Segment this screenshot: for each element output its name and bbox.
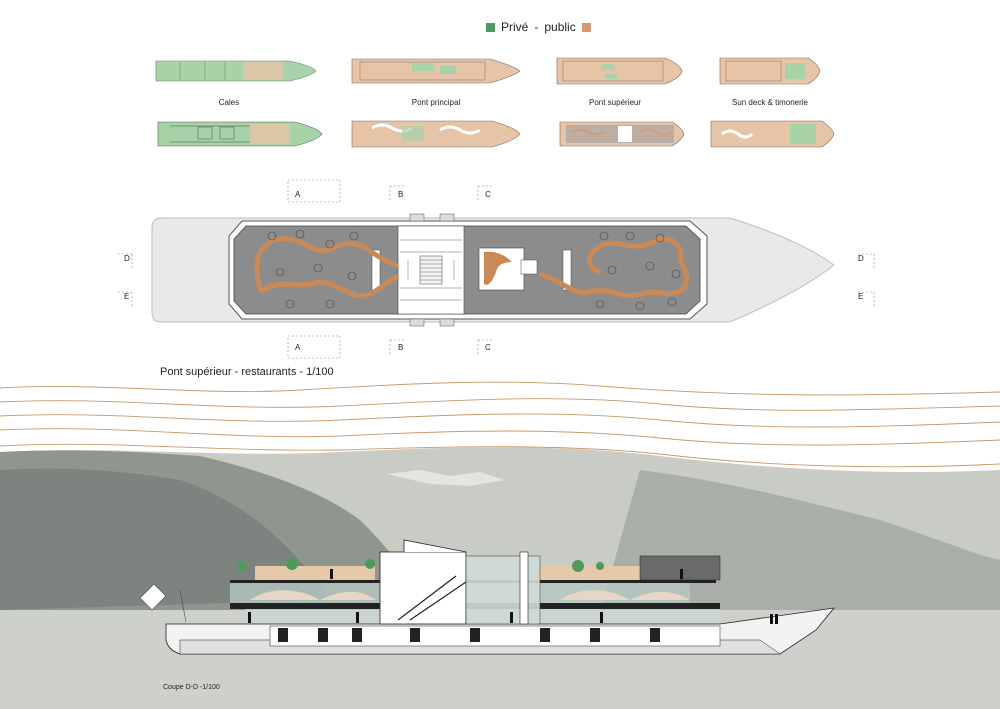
thumb-pont-principal-bottom bbox=[351, 120, 521, 148]
section-d-right: D bbox=[858, 254, 864, 263]
thumb-label-cales: Cales bbox=[218, 98, 240, 107]
deck-plan bbox=[151, 213, 835, 327]
section-b-top: B bbox=[398, 190, 404, 199]
thumb-label-pont-superieur: Pont supérieur bbox=[588, 98, 642, 107]
section-c-bottom: C bbox=[485, 343, 491, 352]
coupe-title: Coupe D-D -1/100 bbox=[163, 684, 220, 691]
legend-separator: - bbox=[534, 20, 539, 34]
thumb-cales-top bbox=[155, 60, 317, 82]
prive-swatch bbox=[486, 22, 495, 32]
ship-section bbox=[139, 539, 835, 655]
legend-public: public bbox=[544, 20, 576, 34]
plan-title: Pont supérieur - restaurants - 1/100 bbox=[160, 366, 334, 378]
thumb-sun-deck-top bbox=[719, 57, 821, 85]
thumb-pont-superieur-top bbox=[556, 57, 683, 85]
section-e-right: E bbox=[858, 292, 864, 301]
wave-lines bbox=[0, 381, 1000, 468]
legend: Privé - public bbox=[486, 20, 591, 34]
thumb-label-sun-deck: Sun deck & timonerie bbox=[731, 98, 809, 107]
thumb-pont-principal-top bbox=[351, 58, 521, 84]
section-c-top: C bbox=[485, 190, 491, 199]
thumb-label-pont-principal: Pont principal bbox=[411, 98, 461, 107]
section-markers bbox=[118, 179, 875, 359]
section-b-bottom: B bbox=[398, 343, 404, 352]
thumb-sun-deck-bottom bbox=[710, 120, 835, 148]
section-e-left: E bbox=[124, 292, 130, 301]
legend-prive: Privé bbox=[501, 20, 529, 34]
thumb-cales-bottom bbox=[157, 121, 323, 147]
section-d-left: D bbox=[124, 254, 130, 263]
public-swatch bbox=[581, 22, 591, 32]
section-a-bottom: A bbox=[295, 343, 301, 352]
thumb-pont-superieur-bottom bbox=[559, 121, 685, 147]
section-a-top: A bbox=[295, 190, 301, 199]
